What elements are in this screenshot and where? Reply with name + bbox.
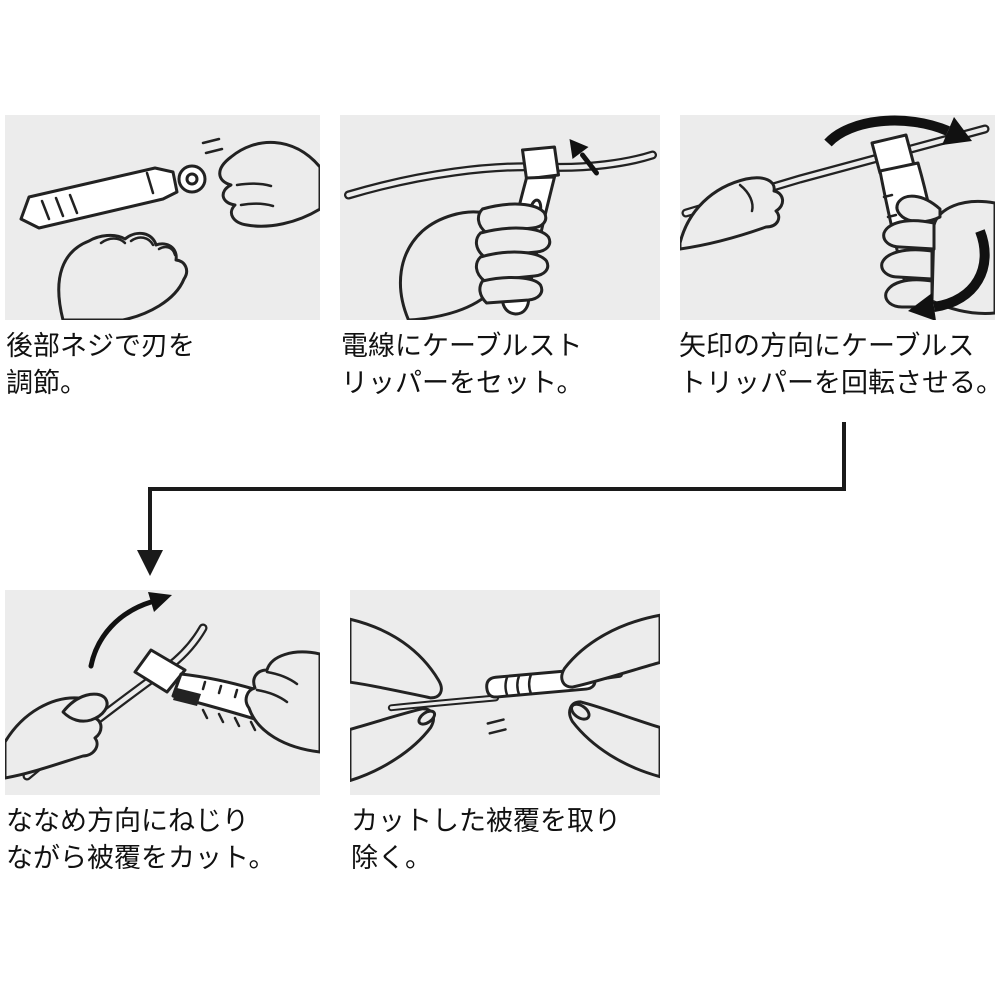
motion-marks xyxy=(201,137,224,155)
adjust-blade-rear-screw-illustration xyxy=(19,137,320,320)
left-fist xyxy=(57,231,189,320)
step-2-panel xyxy=(340,115,660,320)
left-hand xyxy=(350,617,443,783)
right-hand xyxy=(560,613,660,779)
set-stripper-on-wire-illustration xyxy=(344,139,657,320)
motion-marks xyxy=(486,718,507,735)
step-1-caption: 後部ネジで刃を 調節。 xyxy=(6,331,195,399)
set-direction-arrow xyxy=(569,139,599,176)
rotation-arrow-bottom xyxy=(908,229,990,320)
step-1-panel xyxy=(5,115,320,320)
step-3-caption: 矢印の方向にケーブルス トリッパーを回転させる。 xyxy=(679,331,1000,399)
left-hand xyxy=(680,176,784,251)
left-hand xyxy=(5,692,109,780)
right-hand xyxy=(218,140,320,228)
step-4-panel xyxy=(5,590,320,795)
remove-cut-sheath-illustration xyxy=(350,613,660,783)
step-5-panel xyxy=(350,590,660,795)
gripping-fist xyxy=(398,202,552,320)
twist-and-cut-sheath-illustration xyxy=(5,592,320,781)
wire xyxy=(344,150,657,200)
right-hand xyxy=(244,650,320,754)
step-4-caption: ななめ方向にねじり ながら被覆をカット。 xyxy=(6,806,276,874)
right-hand xyxy=(880,194,995,315)
twist-arrow xyxy=(88,592,172,669)
rotate-stripper-illustration xyxy=(680,115,995,320)
step-3-panel xyxy=(680,115,995,320)
stripper-tool xyxy=(19,164,207,230)
step-5-caption: カットした被覆を取り 除く。 xyxy=(351,806,621,874)
bare-wire xyxy=(387,694,500,712)
step-2-caption: 電線にケーブルスト リッパーをセット。 xyxy=(341,331,584,399)
rotation-arrow-top xyxy=(824,115,972,147)
